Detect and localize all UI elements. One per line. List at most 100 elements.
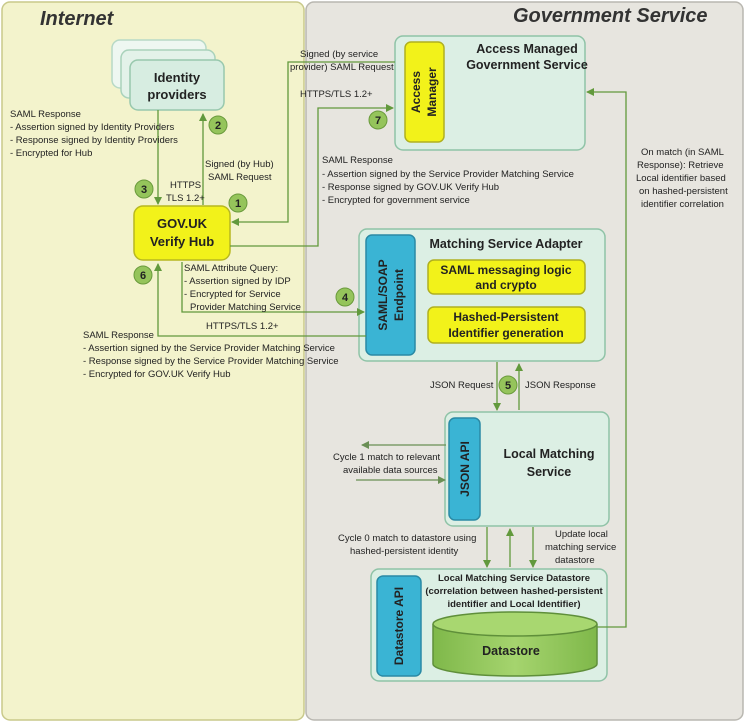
svg-text:on hashed-persistent: on hashed-persistent	[639, 186, 728, 197]
saml-logic-line1: SAML messaging logic	[440, 263, 571, 277]
access-manager-node: Access Manager	[404, 41, 445, 143]
svg-text:5: 5	[505, 380, 511, 392]
svg-text:Signed (by service: Signed (by service	[300, 49, 378, 60]
access-manager-line2: Manager	[425, 67, 439, 117]
label-cycle0: Cycle 0 match to datastore using hashed-…	[338, 533, 476, 557]
json-api-node: JSON API	[448, 417, 481, 521]
svg-text:- Response signed by Identity: - Response signed by Identity Providers	[10, 135, 178, 146]
internet-zone-title: Internet	[40, 8, 115, 30]
label-json-request: JSON Request	[430, 380, 494, 391]
label-json-response: JSON Response	[525, 380, 596, 391]
internet-zone	[1, 1, 305, 721]
label-https-left: HTTPS TLS 1.2+	[166, 180, 205, 204]
svg-text:- Encrypted for government ser: - Encrypted for government service	[322, 195, 470, 206]
svg-text:6: 6	[140, 270, 146, 282]
svg-text:matching service: matching service	[545, 542, 616, 553]
label-signed-by-sp: Signed (by service provider) SAML Reques…	[290, 49, 394, 73]
msa-title: Matching Service Adapter	[429, 237, 582, 251]
svg-text:available data sources: available data sources	[343, 465, 438, 476]
label-https-mid: HTTPS/TLS 1.2+	[206, 321, 279, 332]
svg-text:Provider Matching Service: Provider Matching Service	[190, 302, 301, 313]
svg-text:hashed-persistent identity: hashed-persistent identity	[350, 546, 459, 557]
svg-text:HTTPS: HTTPS	[170, 180, 201, 191]
verify-hub-line1: GOV.UK	[157, 216, 208, 231]
hashed-gen-line2: Identifier generation	[448, 326, 563, 340]
local-matching-line1: Local Matching	[504, 447, 595, 461]
label-https-top: HTTPS/TLS 1.2+	[300, 89, 373, 100]
arrow-msa-to-hub	[154, 263, 366, 337]
verify-hub-line2: Verify Hub	[150, 234, 214, 249]
label-update-local: Update local matching service datastore	[545, 529, 616, 566]
hashed-gen-line1: Hashed-Persistent	[453, 310, 558, 324]
svg-text:Response): Retrieve: Response): Retrieve	[637, 160, 724, 171]
hashed-identifier-node: Hashed-Persistent Identifier generation	[427, 306, 586, 344]
identity-providers-node: Identity providers	[111, 39, 225, 111]
step-1: 1	[228, 193, 248, 213]
step-3: 3	[134, 179, 154, 199]
label-cycle1: Cycle 1 match to relevant available data…	[333, 452, 441, 476]
identity-providers-line1: Identity	[154, 70, 201, 85]
saml-soap-line2: Endpoint	[392, 269, 406, 321]
step-5: 5	[498, 375, 518, 395]
json-api-label: JSON API	[458, 441, 472, 497]
saml-soap-endpoint-node: SAML/SOAP Endpoint	[365, 234, 416, 356]
svg-text:Cycle 0 match to datastore usi: Cycle 0 match to datastore using	[338, 533, 476, 544]
svg-text:2: 2	[215, 120, 221, 132]
access-managed-service-line1: Access Managed	[476, 42, 577, 56]
access-managed-service-line2: Government Service	[466, 58, 588, 72]
step-4: 4	[335, 287, 355, 307]
svg-text:3: 3	[141, 184, 147, 196]
arrow-hub-to-msa	[181, 262, 365, 316]
arrow-datastore-to-service	[586, 88, 627, 628]
label-saml-response-hub: SAML Response - Assertion signed by the …	[83, 330, 339, 380]
svg-text:- Encrypted for Service: - Encrypted for Service	[184, 289, 281, 300]
svg-text:identifier correlation: identifier correlation	[641, 199, 724, 210]
svg-text:Cycle 1 match to relevant: Cycle 1 match to relevant	[333, 452, 441, 463]
svg-text:SAML Response: SAML Response	[83, 330, 154, 341]
svg-text:Update local: Update local	[555, 529, 608, 540]
label-attribute-query: SAML Attribute Query: - Assertion signed…	[184, 263, 301, 313]
svg-text:Local identifier based: Local identifier based	[636, 173, 726, 184]
svg-text:- Encrypted for Hub: - Encrypted for Hub	[10, 148, 92, 159]
identity-providers-line2: providers	[147, 87, 206, 102]
svg-text:- Assertion signed by the Serv: - Assertion signed by the Service Provid…	[322, 169, 574, 180]
arrow-service-to-hub	[231, 61, 395, 226]
datastore-title-line3: identifier and Local Identifier)	[447, 599, 580, 610]
label-on-match: On match (in SAML Response): Retrieve Lo…	[636, 147, 728, 210]
svg-text:datastore: datastore	[555, 555, 595, 566]
svg-text:- Encrypted for GOV.UK Verify: - Encrypted for GOV.UK Verify Hub	[83, 369, 231, 380]
government-zone-title: Government Service	[513, 5, 708, 27]
access-manager-line1: Access	[409, 71, 423, 113]
saml-logic-line2: and crypto	[475, 278, 536, 292]
datastore-cylinder: Datastore	[432, 611, 598, 677]
datastore-label: Datastore	[482, 644, 540, 658]
verify-hub-node: GOV.UK Verify Hub	[133, 205, 231, 261]
svg-text:- Response signed by GOV.UK Ve: - Response signed by GOV.UK Verify Hub	[322, 182, 499, 193]
local-matching-service-node: Local Matching Service	[444, 411, 610, 527]
svg-text:SAML Attribute Query:: SAML Attribute Query:	[184, 263, 278, 274]
step-2: 2	[208, 115, 228, 135]
local-matching-line2: Service	[527, 465, 572, 479]
saml-soap-line1: SAML/SOAP	[376, 259, 390, 330]
svg-text:SAML Request: SAML Request	[208, 172, 272, 183]
datastore-api-node: Datastore API	[376, 575, 422, 677]
step-6: 6	[133, 265, 153, 285]
arrow-hub-to-service	[230, 104, 394, 247]
svg-text:TLS 1.2+: TLS 1.2+	[166, 193, 205, 204]
datastore-title-line2: (correlation between hashed-persistent	[425, 586, 603, 597]
svg-text:- Assertion signed by IDP: - Assertion signed by IDP	[184, 276, 291, 287]
datastore-title-line1: Local Matching Service Datastore	[438, 573, 590, 584]
connector-labels: SAML Response - Assertion signed by Iden…	[10, 49, 728, 566]
svg-text:- Assertion signed by the Serv: - Assertion signed by the Service Provid…	[83, 343, 335, 354]
svg-text:- Response signed by the Servi: - Response signed by the Service Provide…	[83, 356, 339, 367]
svg-text:7: 7	[375, 115, 381, 127]
svg-text:Signed (by Hub): Signed (by Hub)	[205, 159, 274, 170]
label-saml-response-gov: SAML Response - Assertion signed by the …	[322, 155, 574, 206]
svg-text:SAML Response: SAML Response	[10, 109, 81, 120]
svg-text:On match (in SAML: On match (in SAML	[641, 147, 724, 158]
svg-text:- Assertion signed by Identity: - Assertion signed by Identity Providers	[10, 122, 174, 133]
label-signed-by-hub: Signed (by Hub) SAML Request	[205, 159, 274, 183]
datastore-api-label: Datastore API	[392, 587, 406, 665]
svg-text:4: 4	[342, 292, 349, 304]
